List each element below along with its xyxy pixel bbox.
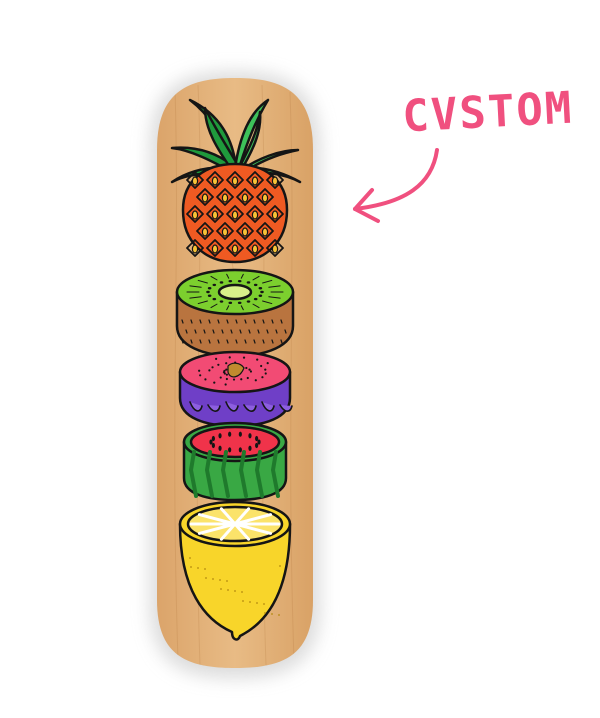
custom-label: CVSTOM (401, 83, 574, 143)
dragonfruit-slice-icon (178, 350, 293, 428)
lemon-half-icon (178, 500, 292, 641)
pineapple-icon (170, 98, 302, 264)
kiwi-slice-icon (175, 268, 295, 358)
custom-annotation: CVSTOM (353, 83, 575, 223)
watermelon-slice-icon (182, 421, 288, 502)
hand-drawn-arrow-icon (353, 148, 439, 223)
deck-graphic (170, 98, 302, 641)
